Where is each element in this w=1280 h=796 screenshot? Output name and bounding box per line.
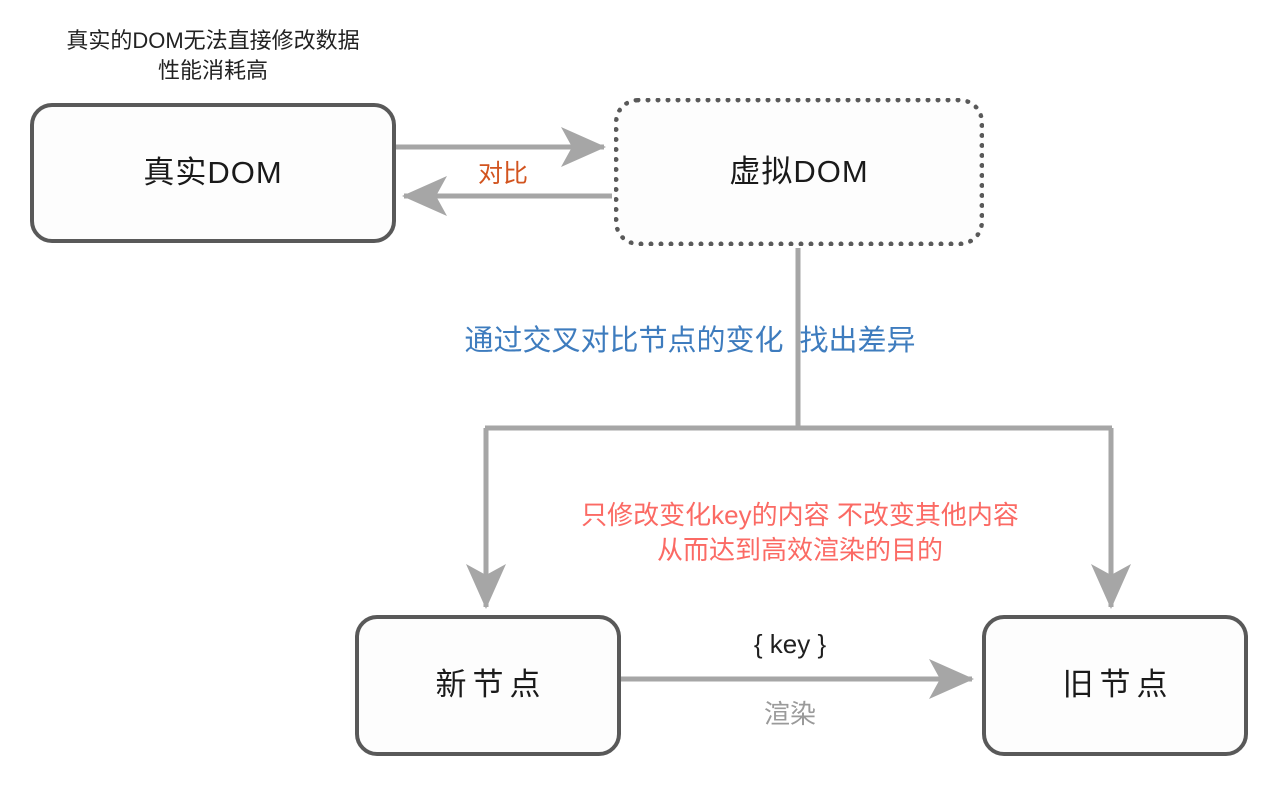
- edge-label-key-note: 只修改变化key的内容 不改变其他内容 从而达到高效渲染的目的: [581, 500, 1019, 566]
- node-virtual-dom-label: 虚拟DOM: [729, 153, 869, 189]
- edge-label-key: { key }: [753, 629, 827, 659]
- node-old-node-label: 旧节点: [1062, 667, 1174, 703]
- edge-label-render: 渲染: [763, 699, 816, 729]
- node-old-node[interactable]: 旧节点: [982, 615, 1248, 756]
- edge-label-diff: 通过交叉对比节点的变化 找出差异: [464, 325, 916, 357]
- edge-label-compare: 对比: [477, 160, 528, 188]
- node-real-dom[interactable]: 真实DOM: [30, 103, 396, 243]
- node-new-node-label: 新节点: [435, 667, 547, 703]
- node-real-dom-label: 真实DOM: [143, 154, 283, 190]
- real-dom-caption: 真实的DOM无法直接修改数据 性能消耗高: [66, 28, 360, 83]
- node-virtual-dom[interactable]: 虚拟DOM: [614, 98, 984, 246]
- node-new-node[interactable]: 新节点: [355, 615, 621, 756]
